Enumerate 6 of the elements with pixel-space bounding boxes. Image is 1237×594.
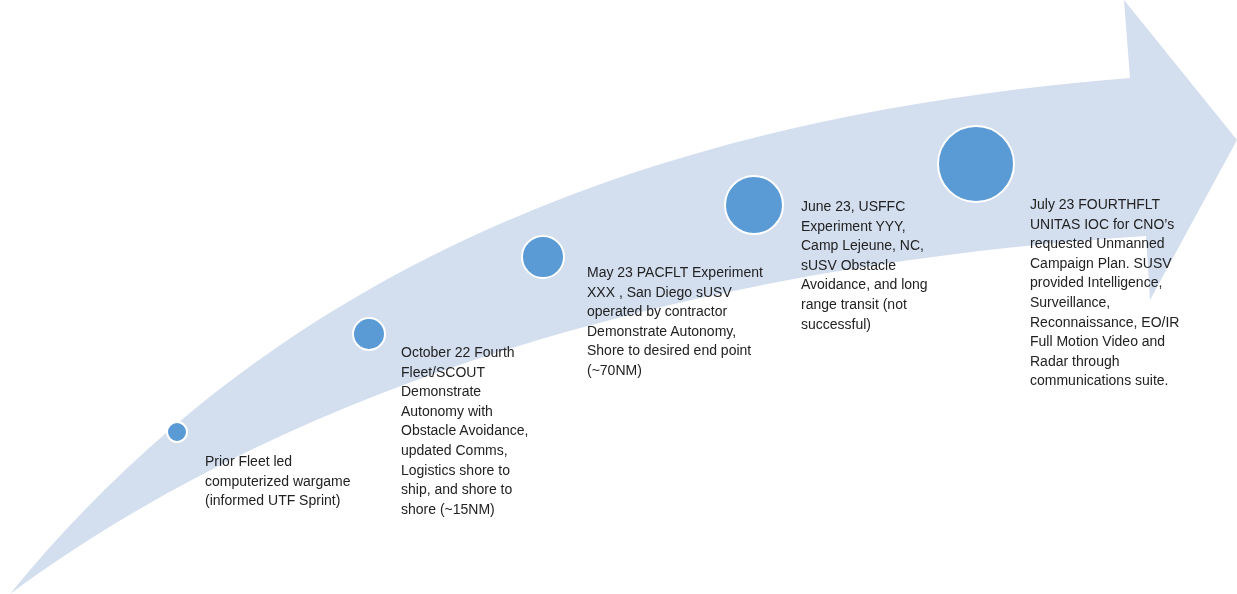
milestone-text: July 23 FOURTHFLT UNITAS IOC for CNO’s requested Unmanned Campaign Plan. SUSV provided Intelligence, Surveillance, Reconnaissance, EO/IR Full Motion Video and Radar through communications suite.: [1030, 195, 1180, 391]
timeline-circle: [166, 421, 188, 443]
milestone-text: May 23 PACFLT Experiment XXX , San Diego sUSV operated by contractor Demonstrate Autonomy, Shore to desired end point (~70NM): [587, 263, 764, 380]
milestone-text: October 22 Fourth Fleet/SCOUT Demonstrate Autonomy with Obstacle Avoidance, updated Comms, Logistics shore to ship, and shore to shore (~15NM): [401, 343, 530, 519]
milestone-text: Prior Fleet led computerized wargame (informed UTF Sprint): [205, 452, 352, 511]
milestone-text: June 23, USFFC Experiment YYY, Camp Lejeune, NC, sUSV Obstacle Avoidance, and long range transit (not successful): [801, 197, 929, 334]
